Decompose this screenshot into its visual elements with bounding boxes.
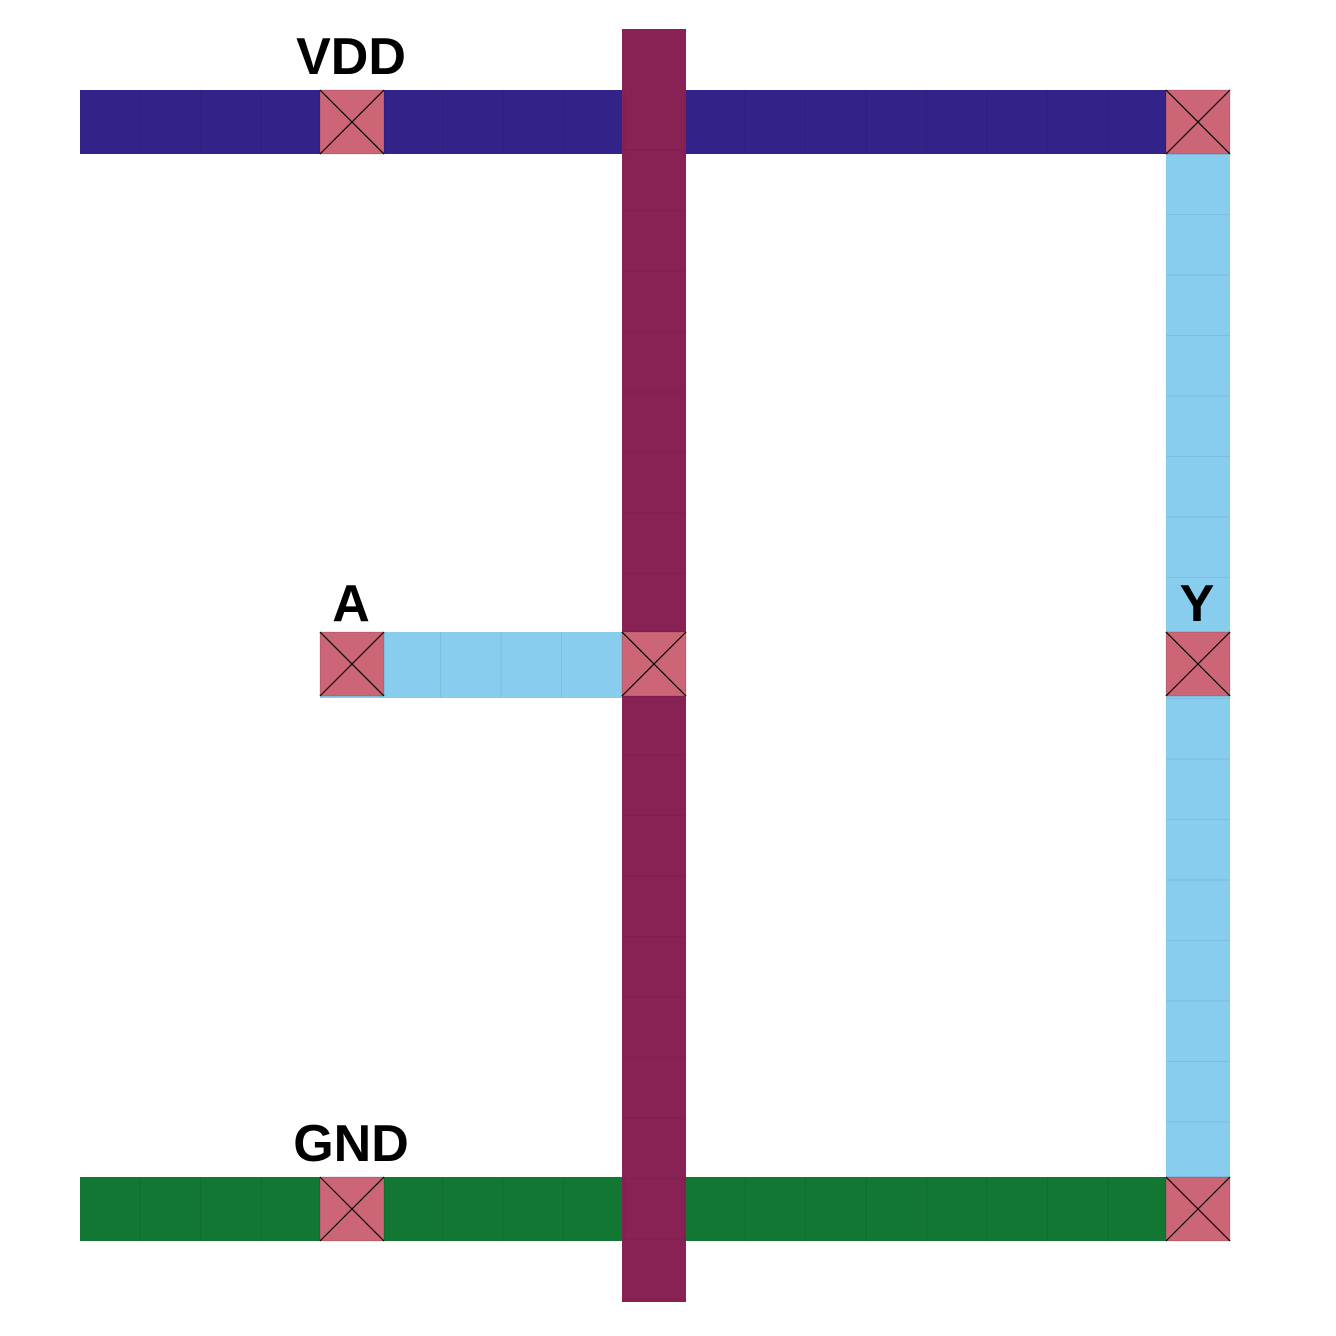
- vdd-label: VDD: [296, 28, 406, 86]
- output-y-label: Y: [1180, 575, 1215, 633]
- contact-cross-line: [319, 89, 385, 155]
- gate-contact: [621, 631, 687, 697]
- contact-cross-line: [1165, 1176, 1231, 1242]
- vdd-output-contact: [1165, 89, 1231, 155]
- gnd-output-contact: [1165, 1176, 1231, 1242]
- contact-cross-line: [621, 631, 687, 697]
- contact-cross-line: [319, 1176, 385, 1242]
- contacts-group: [319, 89, 1231, 1242]
- gnd-contact: [319, 1176, 385, 1242]
- output-y-contact: [1165, 631, 1231, 697]
- contact-cross-line: [319, 631, 385, 697]
- gnd-label: GND: [293, 1115, 409, 1173]
- input-a-label: A: [332, 575, 370, 633]
- vdd-contact: [319, 89, 385, 155]
- contact-cross-line: [1165, 89, 1231, 155]
- contact-cross-line: [1165, 631, 1231, 697]
- input-a-contact: [319, 631, 385, 697]
